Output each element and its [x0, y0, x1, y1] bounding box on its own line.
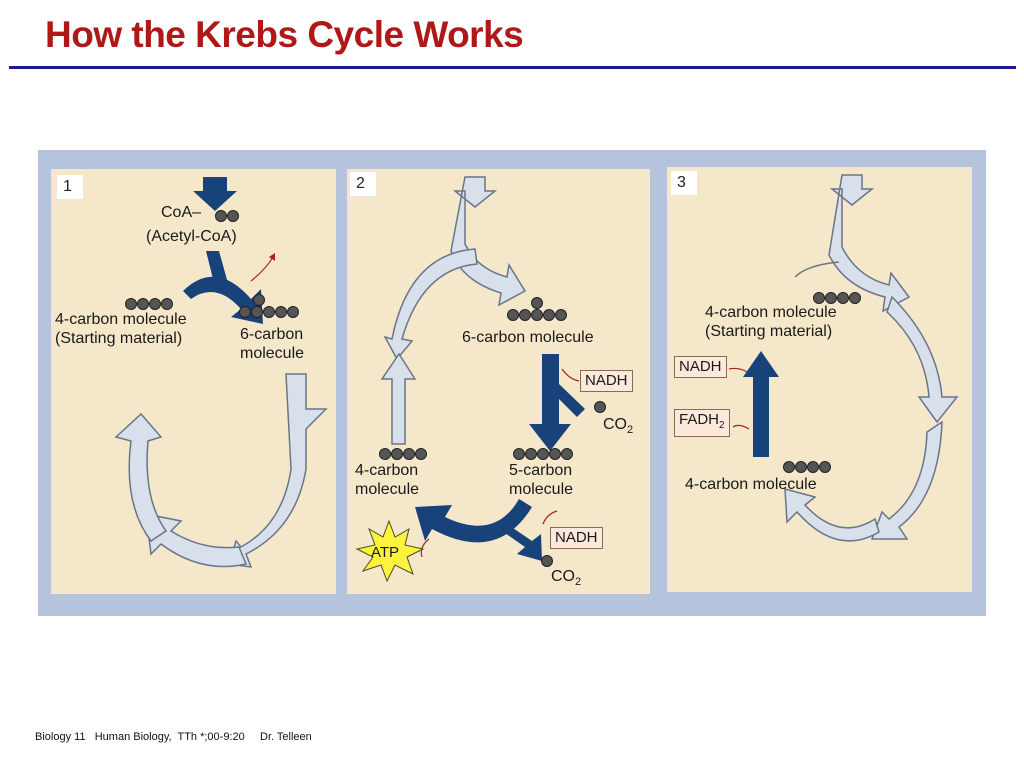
cycle-arrow-bottom [784, 488, 880, 542]
four-carbon-label: 4-carbon molecule [355, 462, 420, 498]
co2-label-1: CO2 [603, 416, 634, 437]
coa-label: CoA– [161, 204, 202, 221]
panel-3-graphics [728, 174, 959, 542]
nadh-release [728, 367, 748, 373]
panel-1: 1 CoA– (Acetyl-CoA) 4-carbon molecule (S… [51, 169, 336, 594]
nadh-release-1 [561, 368, 580, 382]
acetyl-dots [215, 210, 239, 222]
fadh2-box: FADH2 [674, 409, 730, 437]
cycle-arrow-upper-left [794, 261, 840, 278]
panel-3: 3 4-carbon molecule (Starting material) … [667, 167, 972, 592]
acetyl-coa-label: (Acetyl-CoA) [146, 228, 237, 245]
coa-release [250, 256, 274, 282]
nadh-box-1: NADH [580, 370, 633, 392]
nadh-box: NADH [674, 356, 727, 378]
cycle-arrow-left [380, 352, 417, 445]
atp-label: ATP [371, 544, 400, 561]
oxidation-arrow [743, 351, 779, 457]
fadh-release [732, 424, 750, 430]
panel-2: 2 6-carbon molecule NADH CO2 4-carbon mo… [347, 169, 650, 594]
cycle-arrow-right [886, 295, 959, 424]
four-carbon-label: 4-carbon molecule (Starting material) [55, 311, 187, 347]
panel-number: 3 [671, 171, 697, 195]
four-carbon-dots [379, 448, 427, 460]
starting-material-label: 4-carbon molecule (Starting material) [705, 304, 837, 340]
nadh-release-2 [542, 510, 558, 525]
cycle-arrow-upper-left [383, 248, 478, 361]
panel-2-graphics [355, 176, 606, 583]
acetyl-path [206, 251, 229, 291]
cycle-arrow-left [114, 412, 168, 543]
four-carbon-dots [125, 298, 173, 310]
krebs-figure: 1 CoA– (Acetyl-CoA) 4-carbon molecule (S… [38, 150, 986, 616]
decarb-branch-2 [502, 524, 542, 561]
six-carbon-dots [507, 297, 567, 321]
co2-dot-1 [594, 401, 606, 413]
decarb-branch-1 [559, 384, 585, 417]
five-carbon-dots [513, 448, 573, 460]
decarb-arrow-1 [529, 354, 571, 451]
six-carbon-label: 6-carbon molecule [462, 329, 594, 346]
cycle-arrow-lower-right [870, 420, 943, 540]
panel-number: 1 [57, 175, 83, 199]
cycle-arrow-right [228, 373, 328, 568]
panel-number: 2 [350, 172, 376, 196]
panel-1-graphics [114, 177, 328, 568]
starting-dots [813, 292, 861, 304]
atp-release [420, 538, 430, 558]
six-carbon-label: 6-carbon molecule [240, 326, 305, 362]
nadh-box-2: NADH [550, 527, 603, 549]
slide-title: How the Krebs Cycle Works [45, 14, 524, 55]
six-carbon-dots [239, 294, 299, 318]
four-carbon-dots [783, 461, 831, 473]
five-carbon-label: 5-carbon molecule [509, 462, 574, 498]
cycle-arrow-top [828, 174, 911, 313]
title-rule [9, 66, 1016, 69]
cycle-arrow-top [450, 176, 527, 307]
four-carbon-label: 4-carbon molecule [685, 476, 817, 493]
footer-text: Biology 11 Human Biology, TTh *;00-9:20 … [35, 731, 312, 743]
acetyl-in-arrow [193, 177, 237, 211]
coa-release-head [269, 253, 275, 261]
co2-label-2: CO2 [551, 568, 582, 589]
atp-burst [355, 519, 425, 583]
co2-dot-2 [541, 555, 553, 567]
